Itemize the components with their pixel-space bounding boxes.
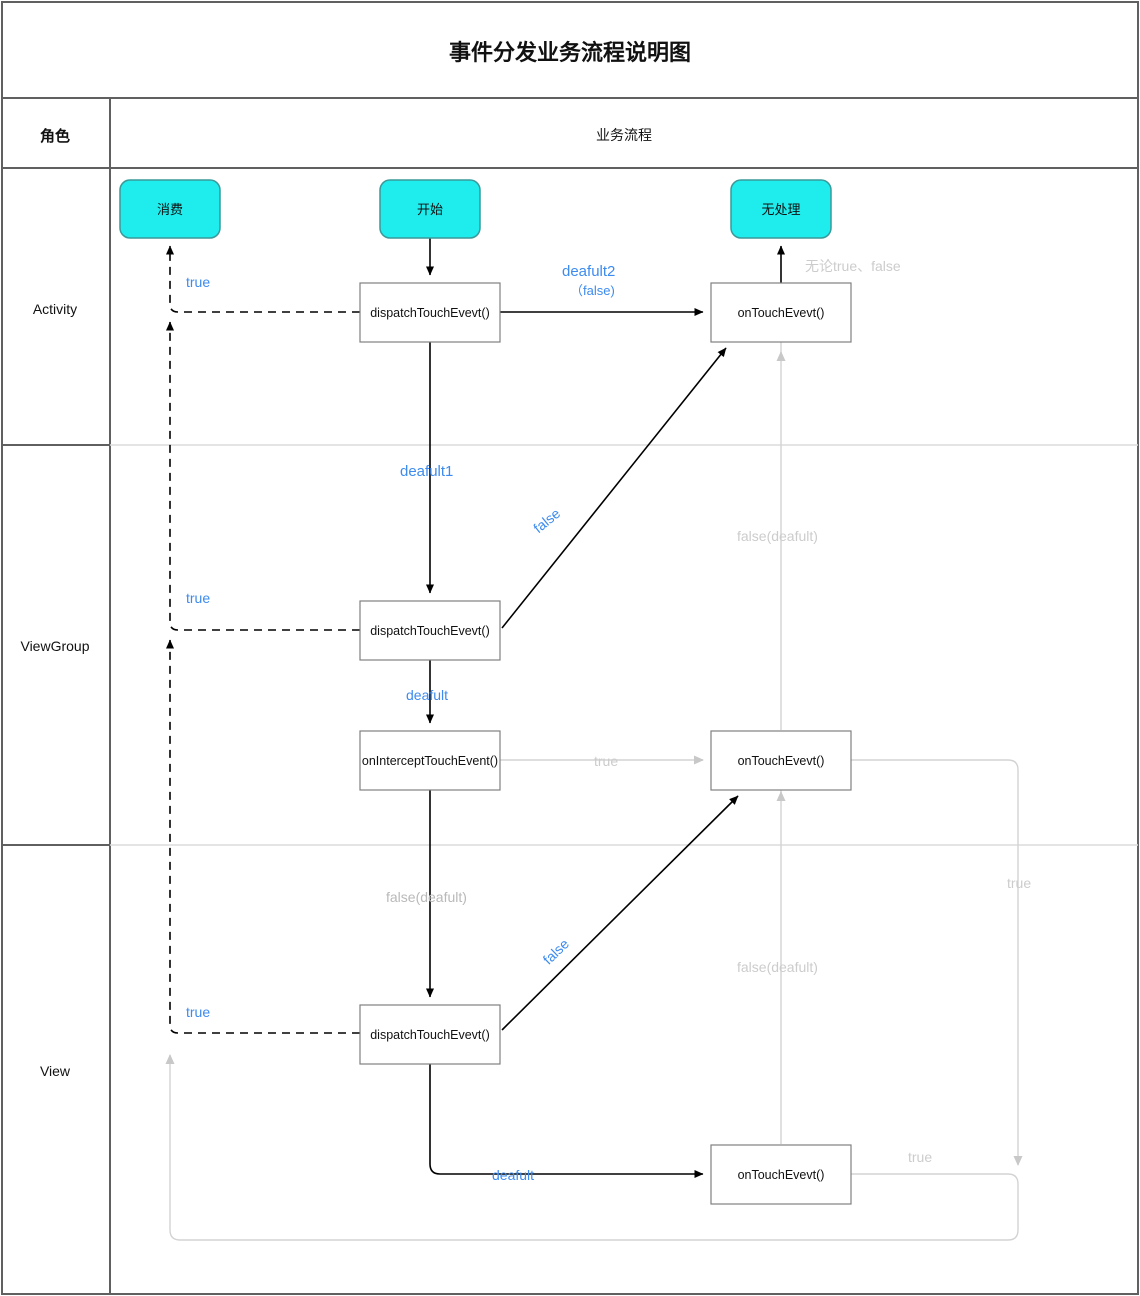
node-activity-ontouch[interactable]: onTouchEvevt() bbox=[710, 282, 852, 343]
node-start[interactable]: 开始 bbox=[379, 179, 481, 239]
label-v-false-deafult-top: false(deafult) bbox=[386, 889, 467, 905]
node-viewgroup-ontouch[interactable]: onTouchEvevt() bbox=[710, 730, 852, 791]
dashed-return-group bbox=[166, 245, 360, 1034]
label-vg-deafult: deafult bbox=[406, 687, 448, 703]
lane-label-view: View bbox=[40, 1063, 71, 1079]
label-vg-true: true bbox=[186, 590, 210, 606]
node-view-dispatch[interactable]: dispatchTouchEvevt() bbox=[359, 1004, 501, 1065]
label-right-true: true bbox=[1007, 875, 1031, 891]
gray-edge-labels: 无论true、false false(deafult) true false(d… bbox=[594, 258, 1031, 1165]
node-viewgroup-dispatch-label: dispatchTouchEvevt() bbox=[370, 624, 490, 638]
gray-flow-group bbox=[165, 342, 1023, 1241]
black-flow-group bbox=[426, 238, 785, 1178]
node-view-dispatch-label: dispatchTouchEvevt() bbox=[370, 1028, 490, 1042]
node-viewgroup-intercept-label: onInterceptTouchEvent() bbox=[362, 754, 498, 768]
node-activity-ontouch-label: onTouchEvevt() bbox=[738, 306, 825, 320]
edge-vg-dispatch-false-diagonal bbox=[501, 347, 727, 629]
gray-label-v-top: false(deafult) bbox=[386, 889, 467, 905]
edge-a-dispatch-true-to-consume bbox=[166, 245, 360, 313]
gray-edge-bottom-return bbox=[165, 1054, 1019, 1241]
node-start-label: 开始 bbox=[417, 202, 443, 217]
edge-v-dispatch-false-diagonal bbox=[501, 795, 739, 1031]
node-no-handle[interactable]: 无处理 bbox=[730, 179, 832, 239]
label-bottom-true: true bbox=[908, 1149, 932, 1165]
node-consume[interactable]: 消费 bbox=[119, 179, 221, 239]
label-a-default2-sub: （false) bbox=[570, 283, 615, 298]
lane-label-activity: Activity bbox=[33, 301, 77, 317]
node-consume-label: 消费 bbox=[157, 202, 183, 217]
node-viewgroup-dispatch[interactable]: dispatchTouchEvevt() bbox=[359, 600, 501, 661]
label-a-true: true bbox=[186, 274, 210, 290]
column-header-role: 角色 bbox=[40, 127, 70, 145]
node-no-handle-label: 无处理 bbox=[761, 202, 800, 217]
gray-edge-right-true bbox=[851, 759, 1023, 1166]
edge-v-dispatch-to-v-ontouch bbox=[429, 1063, 704, 1178]
node-view-ontouch-label: onTouchEvevt() bbox=[738, 1168, 825, 1182]
label-v-deafult: deafult bbox=[492, 1167, 534, 1183]
node-viewgroup-intercept[interactable]: onInterceptTouchEvent() bbox=[359, 730, 501, 791]
node-activity-dispatch[interactable]: dispatchTouchEvevt() bbox=[359, 282, 501, 343]
label-v-true: true bbox=[186, 1004, 210, 1020]
lane-label-viewgroup: ViewGroup bbox=[20, 638, 89, 654]
label-intercept-true: true bbox=[594, 753, 618, 769]
label-regardless: 无论true、false bbox=[805, 258, 901, 274]
node-activity-dispatch-label: dispatchTouchEvevt() bbox=[370, 306, 490, 320]
label-vg-default1: deafult1 bbox=[400, 463, 453, 480]
node-view-ontouch[interactable]: onTouchEvevt() bbox=[710, 1144, 852, 1205]
node-viewgroup-ontouch-label: onTouchEvevt() bbox=[738, 754, 825, 768]
label-vg-false-deafult: false(deafult) bbox=[737, 528, 818, 544]
page-title: 事件分发业务流程说明图 bbox=[449, 40, 691, 65]
edge-v-dispatch-true-up bbox=[166, 639, 360, 1034]
column-header-flow: 业务流程 bbox=[596, 127, 652, 143]
label-v-false-deafult-mid: false(deafult) bbox=[737, 959, 818, 975]
edge-vg-dispatch-true-up bbox=[166, 321, 360, 631]
label-a-default2: deafult2 bbox=[562, 263, 615, 280]
